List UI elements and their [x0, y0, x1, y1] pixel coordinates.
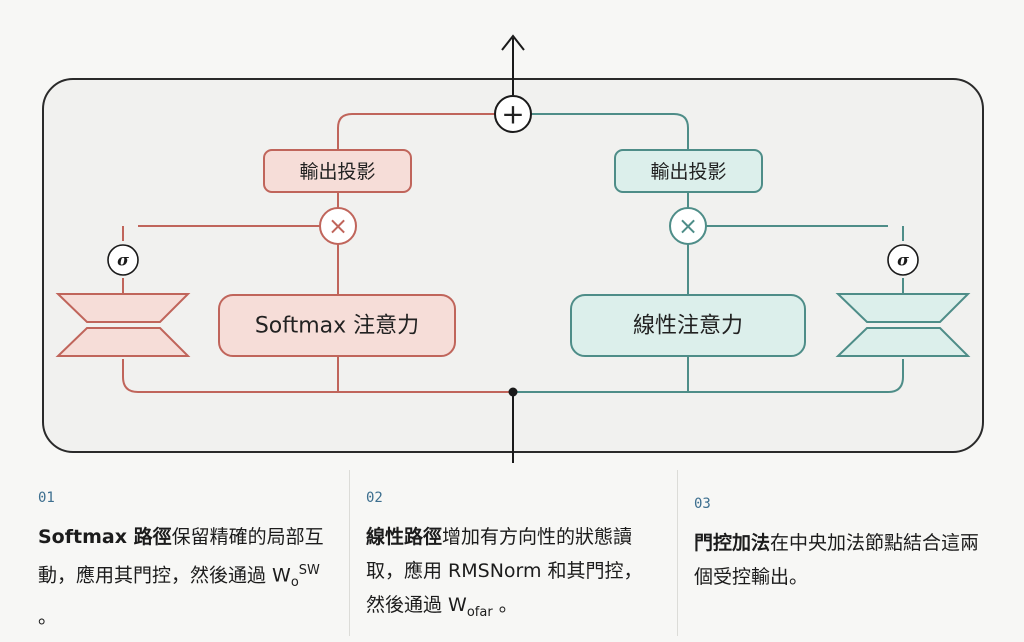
left-multiply-symbol: × [328, 212, 348, 240]
output-arrowhead [501, 34, 525, 51]
panel-number: 03 [694, 496, 711, 512]
right-multiply-node [669, 207, 707, 245]
panel-title: 線性路徑 [366, 526, 443, 548]
panel-number: 02 [366, 490, 383, 506]
panel-subscript: o [290, 575, 299, 591]
left-output-projection-box [263, 149, 412, 193]
left-sigma-gate [107, 244, 139, 276]
softmax-attention-box [218, 294, 456, 357]
left-branch-wires [122, 113, 513, 393]
junction-dot [508, 387, 518, 397]
right-output-projection-box [614, 149, 763, 193]
panel-description: 門控加法在中央加法節點結合這兩個受控輸出。 [694, 526, 992, 594]
left-multiply-node [319, 207, 357, 245]
add-symbol: + [501, 98, 524, 131]
panel-gated-add: 03 門控加法在中央加法節點結合這兩個受控輸出。 [678, 470, 1008, 636]
panel-text: 保留精確的局部互動，應用其門控，然後通過 W [38, 526, 324, 587]
panel-subscript: ofar [466, 604, 493, 620]
panel-divider [677, 470, 678, 636]
right-branch-wires [513, 113, 904, 393]
right-multiply-symbol: × [678, 212, 698, 240]
panel-description: 線性路徑增加有方向性的狀態讀取，應用 RMSNorm 和其門控，然後通過 Wof… [366, 520, 661, 630]
linear-attention-box [570, 294, 806, 357]
panel-superscript: SW [298, 563, 320, 578]
linear-attention-label: 線性注意力 [633, 314, 743, 339]
panel-title: Softmax 路徑 [38, 526, 172, 548]
architecture-diagram: + 輸出投影 × σ Softmax 注意力 輸出投影 × σ 線性注意力 [42, 34, 984, 463]
right-sigma-symbol: σ [897, 251, 909, 270]
left-output-projection-label: 輸出投影 [299, 161, 375, 183]
panel-softmax-path: 01 Softmax 路徑保留精確的局部互動，應用其門控，然後通過 WoSW 。 [22, 470, 349, 636]
panel-divider [349, 470, 350, 636]
panel-text: 在中央加法節點結合這兩個受控輸出。 [694, 532, 980, 588]
left-sigma-symbol: σ [117, 251, 129, 270]
right-output-projection-label: 輸出投影 [650, 161, 726, 183]
softmax-attention-label: Softmax 注意力 [255, 314, 419, 339]
panel-text: 增加有方向性的狀態讀取，應用 RMSNorm 和其門控，然後通過 W [366, 526, 643, 616]
right-sigma-gate [887, 244, 919, 276]
right-gate-projection-icon [835, 293, 971, 357]
panel-text-end: 。 [498, 594, 518, 616]
panel-title: 門控加法 [694, 532, 771, 554]
panel-description: Softmax 路徑保留精確的局部互動，應用其門控，然後通過 WoSW 。 [38, 520, 333, 634]
panel-linear-path: 02 線性路徑增加有方向性的狀態讀取，應用 RMSNorm 和其門控，然後通過 … [350, 470, 677, 636]
panel-text-end: 。 [38, 606, 58, 629]
panel-number: 01 [38, 490, 55, 506]
left-gate-projection-icon [55, 293, 191, 357]
add-node [494, 95, 532, 133]
